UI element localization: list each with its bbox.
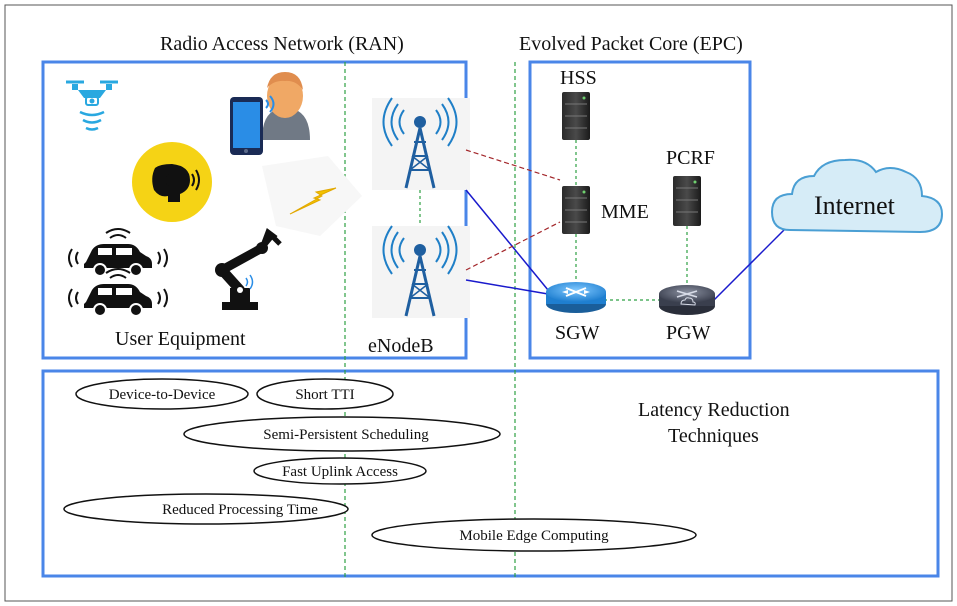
cloud-icon xyxy=(770,158,944,234)
hss-label: HSS xyxy=(560,67,597,89)
enb1-mme-link xyxy=(465,149,561,181)
connected-car-icon xyxy=(68,228,168,277)
server-icon xyxy=(562,92,590,140)
latency-box xyxy=(41,369,940,578)
enb1-sgw-link xyxy=(465,189,549,291)
epc-title: Evolved Packet Core (EPC) xyxy=(519,33,743,55)
robot-arm-icon xyxy=(215,227,282,310)
sgw-label: SGW xyxy=(555,322,600,344)
technique-mobile-edge-computing: Mobile Edge Computing xyxy=(459,528,609,544)
pgw-label: PGW xyxy=(666,322,711,344)
technique-item: Short TTI xyxy=(256,378,394,410)
mme-label: MME xyxy=(601,201,649,223)
technique-item: Semi-Persistent Scheduling xyxy=(183,416,501,452)
technique-reduced-processing-time: Reduced Processing Time xyxy=(162,502,318,518)
cell-tower-icon xyxy=(372,225,470,318)
pgw-internet-link xyxy=(713,225,789,301)
connected-car-icon xyxy=(68,268,168,317)
technique-item: Mobile Edge Computing xyxy=(371,518,697,552)
router-icon xyxy=(659,285,715,315)
ran-title: Radio Access Network (RAN) xyxy=(160,33,404,55)
vr-headset-icon xyxy=(132,142,212,222)
enb2-sgw-link xyxy=(465,279,549,295)
technique-item: Device-to-Device xyxy=(75,378,249,410)
technique-fast-uplink-access: Fast Uplink Access xyxy=(282,464,398,480)
router-icon xyxy=(546,282,606,313)
user-equipment-label: User Equipment xyxy=(115,328,246,350)
drone-icon xyxy=(66,80,118,131)
server-icon xyxy=(562,186,590,234)
lightning-icon xyxy=(262,156,362,236)
server-icon xyxy=(673,176,701,226)
cell-tower-icon xyxy=(372,97,470,190)
person-phone-icon xyxy=(230,72,310,155)
enodeb-label: eNodeB xyxy=(368,335,434,357)
epc-box xyxy=(528,60,752,360)
internet-label: Internet xyxy=(814,191,896,220)
technique-item: Reduced Processing Time xyxy=(63,493,349,525)
latency-title-line2: Techniques xyxy=(668,425,759,447)
enb2-mme-link xyxy=(465,221,561,271)
latency-title-line1: Latency Reduction xyxy=(638,399,790,421)
pcrf-label: PCRF xyxy=(666,147,715,169)
technique-device-to-device: Device-to-Device xyxy=(109,387,216,403)
technique-semi-persistent-scheduling: Semi-Persistent Scheduling xyxy=(263,427,429,443)
technique-short-tti: Short TTI xyxy=(295,387,354,403)
technique-item: Fast Uplink Access xyxy=(253,457,427,485)
ran-box xyxy=(41,60,468,360)
